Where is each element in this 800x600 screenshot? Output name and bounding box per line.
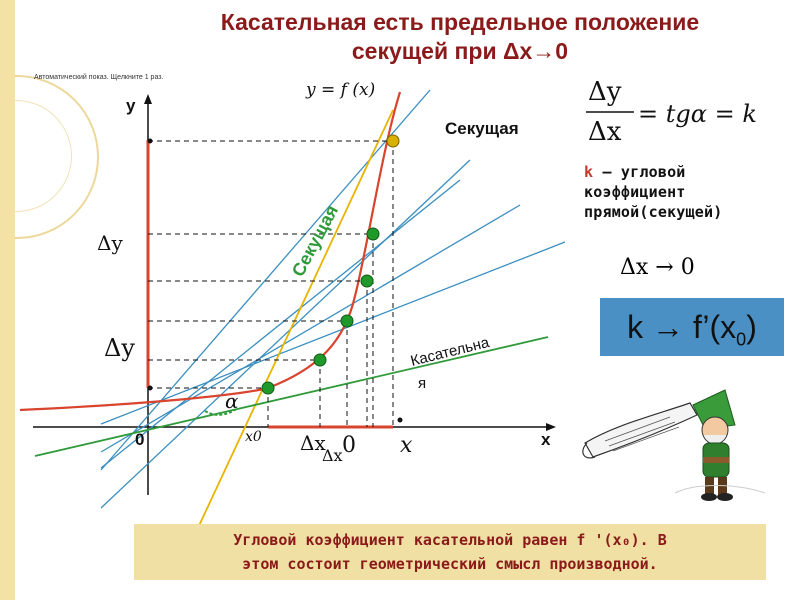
function-label: y = f (x) [305,80,375,100]
auto-show-note: Автоматический показ. Щелкните 1 раз. [34,74,164,81]
angle-arc [204,407,239,416]
secant-line-3 [100,179,461,469]
delta-y-label-2: Δy [104,334,135,362]
tangent-label-line-1: Касательна [409,334,492,370]
marker-y-top [147,138,153,144]
formula-rhs: = tgα = k [638,100,757,128]
decor-circles [15,0,105,260]
secant-line-4 [100,204,521,453]
point-2 [340,314,354,328]
k-limit-close: ) [746,309,757,345]
formula-numerator: Δy [588,77,622,107]
note-k: k [584,163,594,181]
tangent-label-line-2: я [418,375,426,392]
tangent-line [34,336,549,457]
secant-line-1 [100,89,431,471]
secant-line-5 [100,241,566,425]
axis-x-label: x [541,430,551,449]
secant-rotated-label: Секущая [288,202,342,280]
slope-formula: Δy Δx = tgα = k [586,77,757,147]
x0-label: x0 [245,429,262,445]
dashed-guides [148,140,394,427]
point-1 [313,353,327,367]
alpha-label: α [225,389,239,413]
marker-x-end [397,417,403,423]
delta-x-zero-label: 0 [342,433,356,458]
conclusion-line-1: Угловой коэффициент касательной равен f … [233,531,667,549]
delta-y-label-1: Δy [97,231,123,255]
slope-note: k – угловой коэффициент прямой(секущей) [584,162,784,222]
x-label: x [400,433,413,458]
marker-y-bottom [147,385,153,391]
point-3 [360,274,374,288]
k-limit-text: k → f’(x [627,309,737,345]
formula-denominator: Δx [588,117,622,147]
point-4 [366,227,380,241]
axis-y-label: y [126,96,136,115]
x-axis-arrow [546,423,556,431]
origin-label: 0 [135,430,144,449]
conclusion-line-2: этом состоит геометрический смысл произв… [242,555,658,573]
note-text: – угловой коэффициент прямой(секущей) [584,163,723,221]
decor-left-band [0,0,15,600]
secant-label: Секущая [445,119,519,138]
k-limit-sub: 0 [736,329,747,350]
title-line-1: Касательная есть предельное положение [220,9,700,35]
y-axis-arrow [144,94,152,104]
secant-line-gold [196,109,394,531]
secant-line-2 [100,159,471,509]
delta-x-label: Δx [300,431,326,455]
slide-title: Касательная есть предельное положение се… [130,8,790,66]
point-gold [386,134,400,148]
point-x0 [261,381,275,395]
gnome-scroll-illustration [582,389,766,501]
delta-x-tail-label: Δx [322,446,343,465]
delta-x-limit: Δx → 0 [620,255,695,280]
title-line-2: секущей при Δx→0 [351,38,569,64]
function-curve [19,91,402,412]
conclusion-box: Угловой коэффициент касательной равен f … [134,524,766,580]
k-limit-box: k → f’(x0) [600,298,784,356]
